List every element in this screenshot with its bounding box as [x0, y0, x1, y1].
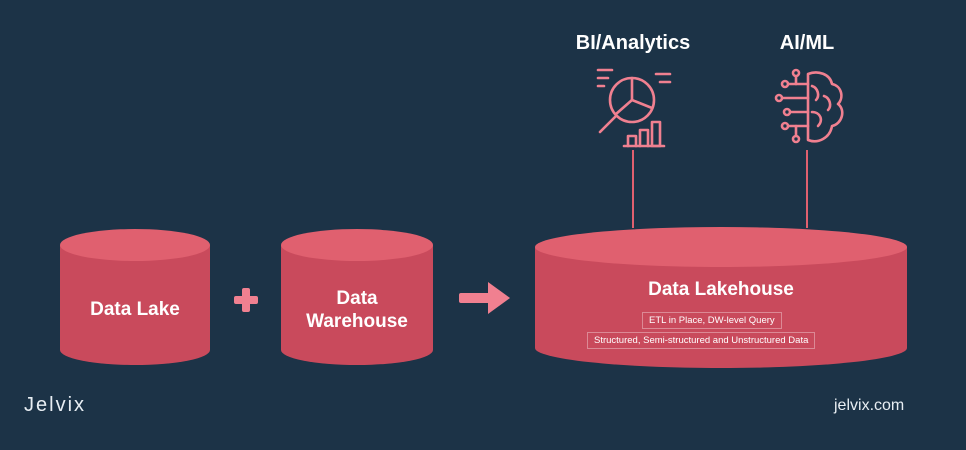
- brain-circuit-icon: [774, 68, 844, 144]
- structured-data-tag: Structured, Semi-structured and Unstruct…: [587, 332, 816, 349]
- bi-analytics-label: BI/Analytics: [575, 32, 691, 54]
- data-lake-label: Data Lake: [90, 299, 180, 320]
- plus-icon: [234, 288, 258, 312]
- data-warehouse-label-line2: Warehouse: [306, 311, 408, 332]
- jelvix-url: jelvix.com: [834, 397, 905, 414]
- data-lakehouse-cylinder: [535, 227, 907, 368]
- data-warehouse-cylinder: [281, 229, 433, 365]
- arrow-right-icon: [459, 282, 510, 314]
- ai-ml-label: AI/ML: [779, 32, 835, 54]
- data-warehouse-label-line1: Data: [336, 288, 378, 309]
- jelvix-logo: Jelvix: [24, 394, 87, 416]
- data-lake-cylinder: [60, 229, 210, 365]
- etl-tag: ETL in Place, DW-level Query: [642, 312, 782, 329]
- analytics-magnifier-icon: [596, 68, 672, 148]
- data-lakehouse-label: Data Lakehouse: [648, 279, 794, 300]
